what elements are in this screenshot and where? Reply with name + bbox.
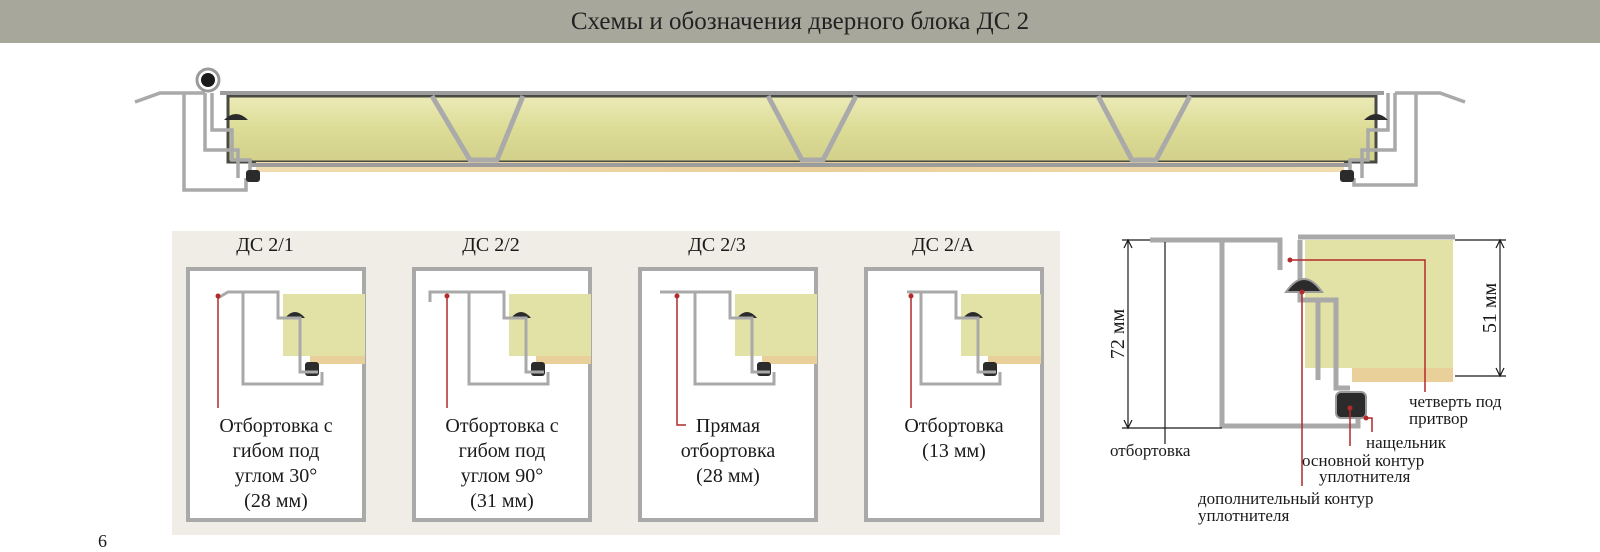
variant-caption-4: Отбортовка (13 мм) — [904, 415, 1004, 462]
variant-title-1: ДС 2/1 — [236, 234, 294, 256]
detail-main-seal — [1335, 391, 1367, 419]
page-header: Схемы и обозначения дверного блока ДС 2 — [0, 0, 1600, 43]
variant-caption-2: Отбортовка с гибом под углом 90° (31 мм) — [445, 415, 559, 512]
page-number: 6 — [98, 531, 107, 551]
detail-mdf — [1352, 368, 1453, 382]
dimension-51: 51 мм — [1479, 283, 1501, 334]
variant-title-4: ДС 2/А — [912, 234, 974, 256]
variant-caption-3: Прямая отбортовка (28 мм) — [680, 415, 776, 487]
dimension-72: 72 мм — [1107, 309, 1129, 360]
page-title: Схемы и обозначения дверного блока ДС 2 — [570, 7, 1030, 35]
label-flange: отбортовка — [1110, 441, 1191, 460]
frame-right — [1348, 91, 1466, 187]
label-extra-seal-2: уплотнителя — [1198, 506, 1289, 525]
profile-variant-1 — [215, 290, 365, 408]
label-main-seal-1: основной контур — [1302, 451, 1424, 470]
profile-variant-4 — [907, 290, 1041, 408]
label-extra-seal-1: дополнительный контур — [1198, 489, 1373, 508]
profile-variant-3 — [660, 290, 817, 426]
label-strip: нащельник — [1366, 433, 1447, 452]
frame-left — [134, 91, 252, 192]
leader-lines — [1290, 259, 1426, 486]
detail-insulation — [1305, 240, 1453, 368]
variant-title-3: ДС 2/3 — [688, 234, 746, 256]
label-main-seal-2: уплотнителя — [1319, 467, 1410, 486]
leader-dots — [1287, 257, 1369, 421]
label-rebate-1: четверть под — [1409, 392, 1502, 411]
detail-extra-seal — [1284, 278, 1324, 293]
profile-variant-2 — [428, 290, 591, 408]
dimension-lines — [1122, 238, 1506, 444]
seal-right — [1340, 114, 1388, 182]
seal-left — [195, 67, 260, 182]
steel-skin — [220, 91, 1384, 167]
variant-title-2: ДС 2/2 — [462, 234, 520, 256]
variant-caption-1: Отбортовка с гибом под углом 30° (28 мм) — [219, 415, 333, 512]
label-rebate-2: притвор — [1409, 409, 1468, 428]
stiffener-ribs — [429, 94, 1193, 163]
